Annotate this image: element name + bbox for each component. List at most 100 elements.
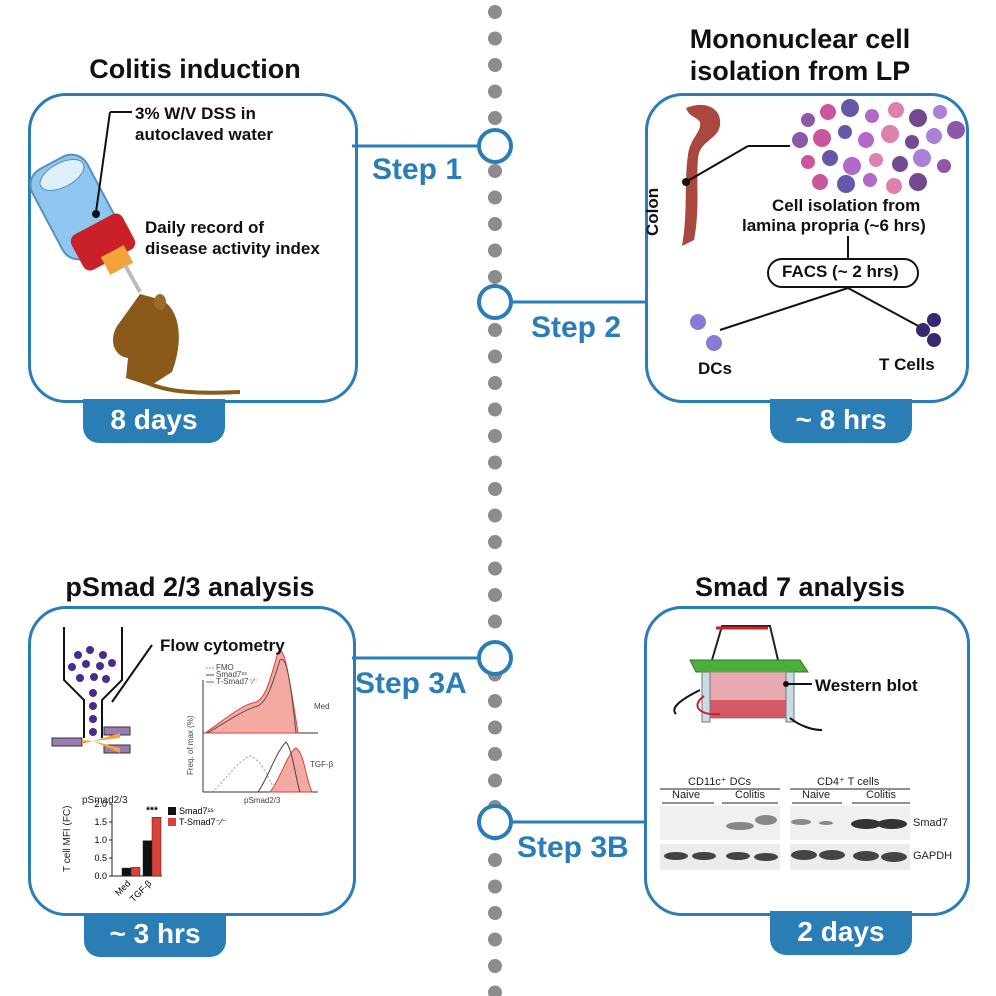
hist-condition-tgfb: TGF-β [310,760,334,769]
dai-annotation-line2: disease activity index [145,239,320,258]
divider-dot [488,561,502,576]
hist-xlabel: pSmad2/3 [244,796,281,805]
blot-group-tcells: CD4⁺ T cells [817,776,880,788]
cell-glyph [865,109,879,123]
step2-duration-badge: ~ 8 hrs [770,399,912,443]
divider-dot [488,879,502,894]
hist-legend-smad7: Smad7ˢˢ [216,670,247,679]
blot-sub-colitis-1: Colitis [735,789,765,801]
divider-dot [488,588,502,602]
cell-glyph [905,135,919,149]
cell-glyph [838,125,852,139]
cell-glyph [858,132,874,148]
divider-dot [488,985,502,996]
water-bottle-icon [29,153,142,293]
legend-swatch [168,818,176,826]
divider-dot [488,164,502,178]
step2-label: Step 2 [531,311,622,344]
significance-annotation: *** [146,805,158,816]
divider-dot [488,84,502,99]
step3a-node [477,640,513,676]
hist-condition-med: Med [314,702,330,711]
divider-dot [488,270,502,284]
divider-dot [488,614,502,629]
step3a-title: pSmad 2/3 analysis [65,572,315,602]
western-blot-label: Western blot [815,676,918,695]
blot-sub-naive-1: Naive [672,789,701,801]
step3b-duration-badge: 2 days [770,911,912,955]
cell-glyph [843,157,861,175]
legend-swatch [168,807,176,815]
legend-label: T-Smad7⁻⁄⁻ [179,817,227,827]
cell-glyph [886,178,902,194]
mouse-icon [113,294,241,395]
divider-dot [488,959,502,973]
divider-dot [488,349,502,364]
divider-dot [488,429,502,443]
blot-band-gapdh: GAPDH [913,850,953,862]
western-blot-apparatus-icon [673,625,823,731]
step2-title-line1: Mononuclear cell [689,24,911,54]
bar-1-1 [151,817,162,877]
blot-sub-naive-2: Naive [802,789,831,801]
legend-label: Smad7ˢˢ [179,806,214,816]
hist-legend-fmo: FMO [216,663,234,672]
y-tick-label: 1.0 [94,835,107,845]
divider-dot [488,323,502,337]
step1-title: Colitis induction [89,54,301,84]
flow-histograms [202,650,318,793]
divider-dot [488,190,502,205]
y-tick-label: 0.0 [94,871,107,881]
cell-glyph [947,121,965,139]
cell-glyph [812,174,828,190]
divider-dot [488,5,502,19]
step3b-title: Smad 7 analysis [694,572,906,602]
cell-glyph [937,159,951,173]
western-blot-image [660,788,910,870]
flow-cytometer-icon [51,627,131,754]
dai-annotation-line1: Daily record of [145,218,265,237]
tcells-label: T Cells [879,355,935,374]
divider-dot [488,906,502,920]
step2-title-line2: isolation from LP [689,56,911,86]
histogram-tgfb-fmo [211,755,277,793]
hist-legend-tsmad7: T-Smad7⁻⁄⁻ [216,677,259,686]
divider-dot [488,720,502,735]
divider-dot [488,932,502,947]
cell-glyph [801,155,815,169]
step3a-label: Step 3A [355,667,467,700]
divider-dot [488,402,502,417]
step3b-node [477,804,513,840]
flow-cytometry-label: Flow cytometry [160,636,285,655]
cell-isolation-line2: lamina propria (~6 hrs) [742,216,926,235]
cell-isolation-line1: Cell isolation from [772,196,921,215]
cell-glyph [888,102,904,118]
step3b-label: Step 3B [517,831,629,864]
cell-glyph [909,109,927,127]
bar-0-1 [130,867,141,877]
divider-dot [488,853,502,867]
divider-dot [488,243,502,258]
step1-label: Step 1 [372,153,463,186]
y-tick-label: 2.0 [94,799,107,809]
blot-band-smad7: Smad7 [913,817,948,829]
y-tick-label: 0.5 [94,853,107,863]
cell-glyph [822,150,838,166]
cell-glyph [837,175,855,193]
dcs-label: DCs [698,359,733,378]
cell-glyph [869,153,883,167]
cell-glyph [913,149,931,167]
cell-glyph [841,99,859,117]
divider-dot [488,747,502,761]
divider-dot [488,217,502,231]
colon-icon [682,104,721,246]
divider-dot [488,111,502,125]
divider-dot [488,694,502,708]
cell-glyph [881,125,899,143]
step2-node [477,284,513,320]
cell-glyph [820,104,836,120]
